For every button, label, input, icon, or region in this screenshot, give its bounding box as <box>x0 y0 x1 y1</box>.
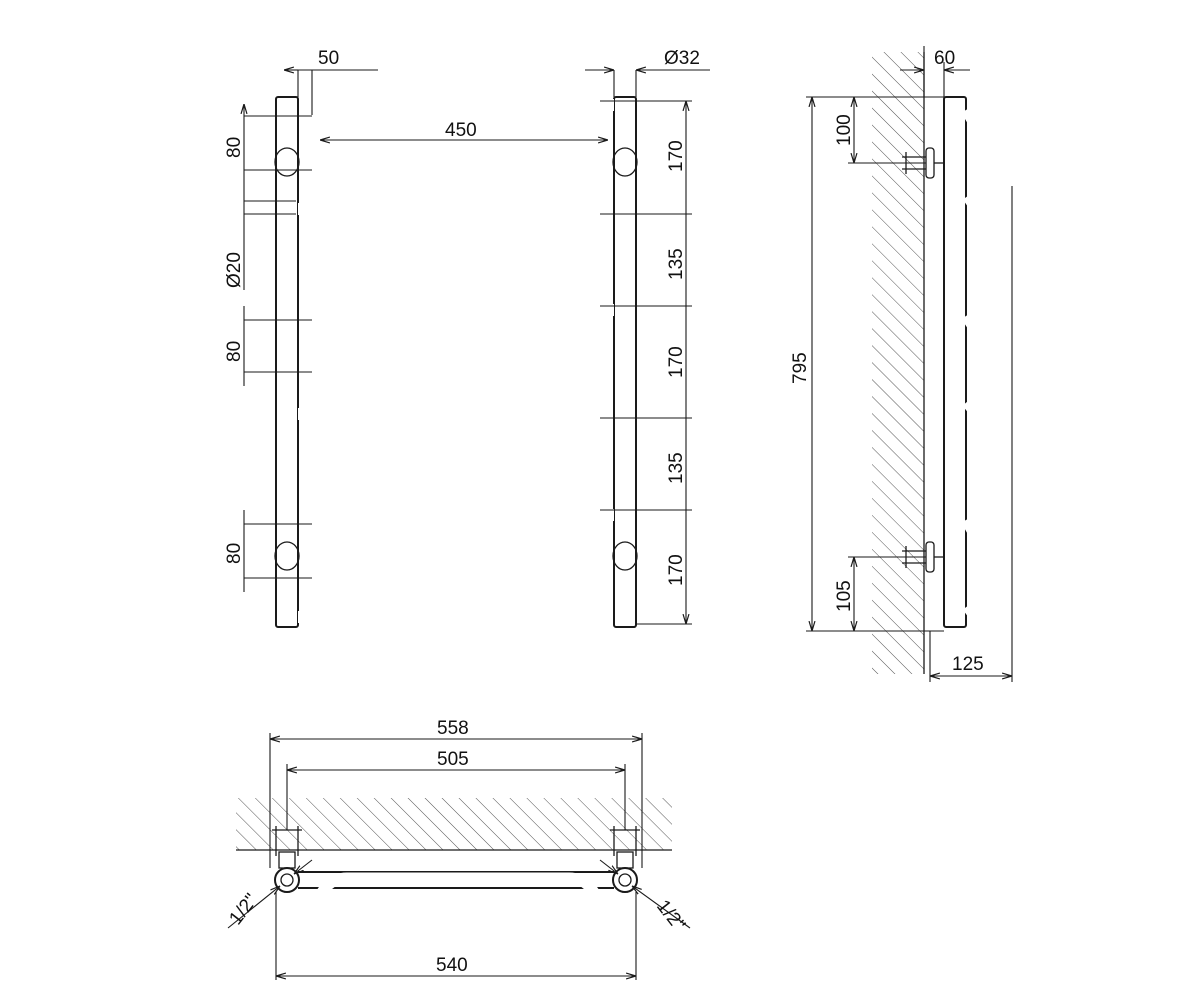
side-view: 60 795 100 105 125 <box>790 46 1014 682</box>
top-view: 558 505 540 1/2" 1/2" <box>225 718 691 980</box>
dim-section-bot: 170 <box>666 554 687 586</box>
side-collector <box>943 96 967 628</box>
dim-gap-top: 135 <box>666 248 687 280</box>
dim-gap-bot: 135 <box>666 452 687 484</box>
dim-coil-length: 450 <box>445 120 477 141</box>
right-collector <box>613 96 637 628</box>
dim-depth: 125 <box>952 654 984 675</box>
wall-hatch-top <box>236 798 672 850</box>
dim-tube-diameter: Ø20 <box>224 252 245 288</box>
right-collector-bore <box>618 873 632 887</box>
right-bottom-valve <box>612 541 638 571</box>
dim-collector-diameter: Ø32 <box>664 48 700 69</box>
dim-section-top: 170 <box>666 140 687 172</box>
dim-thread-left: 1/2" <box>225 890 262 929</box>
dim-collector-offset: 50 <box>318 48 339 69</box>
left-top-valve <box>274 147 300 177</box>
left-collector-bore <box>280 873 294 887</box>
top-view-coil <box>312 872 604 942</box>
dim-section-mid: 170 <box>666 346 687 378</box>
wall-hatch-side <box>872 52 924 674</box>
dim-total-width: 558 <box>437 718 469 739</box>
dim-top-mount: 100 <box>834 114 855 146</box>
side-tubes <box>961 107 1014 619</box>
coil-bottom <box>298 509 614 623</box>
left-collector-end <box>274 867 300 893</box>
dim-collector-width: 540 <box>436 955 468 976</box>
right-top-valve <box>612 147 638 177</box>
dim-coil-height-top: 80 <box>224 137 245 158</box>
right-collector-end <box>612 867 638 893</box>
coil-middle <box>298 304 614 420</box>
coil-top <box>298 99 614 215</box>
front-view: 50 Ø32 450 80 Ø20 80 80 1 <box>224 48 710 628</box>
dim-bottom-mount: 105 <box>834 580 855 612</box>
dim-coil-height-bot: 80 <box>224 543 245 564</box>
dim-mount-spacing: 505 <box>437 749 469 770</box>
dim-wall-gap: 60 <box>934 48 955 69</box>
left-collector <box>275 96 299 628</box>
dim-coil-height-mid: 80 <box>224 341 245 362</box>
dim-thread-right: 1/2" <box>652 896 689 935</box>
dim-total-height: 795 <box>790 352 811 384</box>
left-bottom-valve <box>274 541 300 571</box>
